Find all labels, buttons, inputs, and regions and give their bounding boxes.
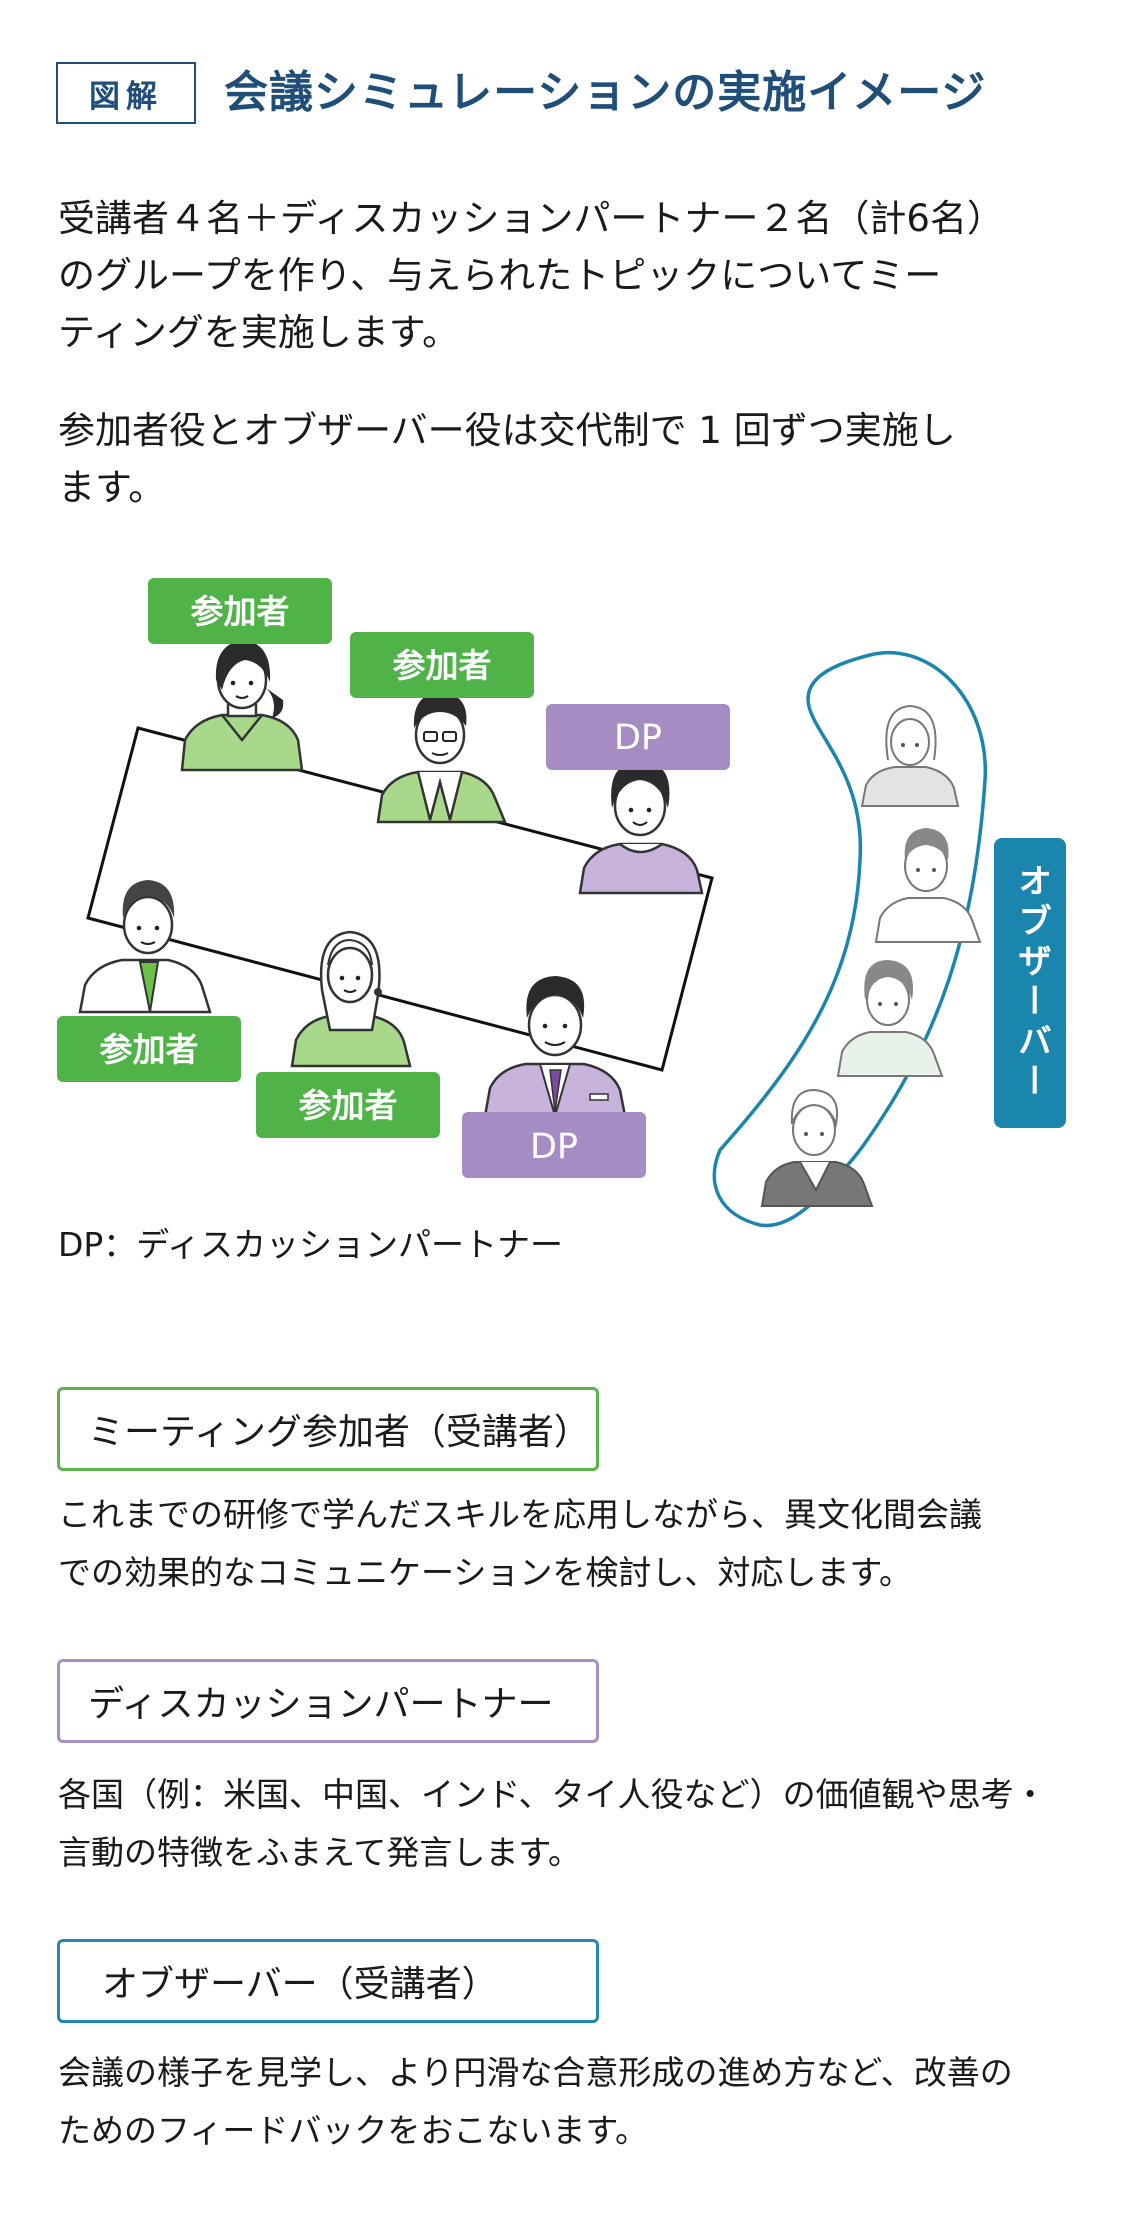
section-badge: 図解 xyxy=(56,62,196,124)
participant-label: 参加者 xyxy=(148,578,332,644)
dp-person xyxy=(578,760,704,895)
observer-area xyxy=(712,651,987,1228)
intro-line: のグループを作り、与えられたトピックについてミー xyxy=(58,254,942,297)
svg-text:参加者: 参加者 xyxy=(299,1086,398,1125)
participant-person xyxy=(290,930,412,1068)
svg-text:DP: DP xyxy=(530,1127,578,1167)
svg-text:オブザーバー: オブザーバー xyxy=(1012,863,1052,1103)
role-desc-participant: これまでの研修で学んだスキルを応用しながら、異文化間会議 での効果的なコミュニケ… xyxy=(58,1486,1088,1602)
intro-line: ティングを実施します。 xyxy=(58,311,460,354)
observer-person xyxy=(836,960,944,1077)
meeting-diagram: 参加者 参加者 DP 参加者 参加者 DP オブザーバー xyxy=(57,578,1066,1228)
observer-person xyxy=(874,828,982,943)
role-title-observer: オブザーバー（受講者） xyxy=(57,1939,599,2023)
svg-text:参加者: 参加者 xyxy=(393,646,492,685)
participant-person xyxy=(78,880,212,1014)
participant-label: 参加者 xyxy=(256,1072,440,1138)
desc-line: での効果的なコミュニケーションを検討し、対応します。 xyxy=(58,1553,913,1592)
participant-person xyxy=(180,640,304,772)
intro-paragraph-2: 参加者役とオブザーバー役は交代制で 1 回ずつ実施し ます。 xyxy=(58,402,1078,516)
role-title-participant: ミーティング参加者（受講者） xyxy=(57,1387,599,1471)
intro-paragraph-1: 受講者４名＋ディスカッションパートナー２名（計6名） のグループを作り、与えられ… xyxy=(58,190,1078,361)
participant-person xyxy=(376,692,507,824)
svg-text:DP: DP xyxy=(614,718,662,758)
role-title-dp: ディスカッションパートナー xyxy=(57,1659,599,1743)
svg-text:参加者: 参加者 xyxy=(191,592,290,631)
dp-label: DP xyxy=(546,704,730,770)
desc-line: 各国（例：米国、中国、インド、タイ人役など）の価値観や思考・ xyxy=(58,1775,1047,1814)
desc-line: これまでの研修で学んだスキルを応用しながら、異文化間会議 xyxy=(58,1495,982,1534)
intro-line: 受講者４名＋ディスカッションパートナー２名（計6名） xyxy=(58,197,1004,240)
desc-line: ためのフィードバックをおこないます。 xyxy=(58,2111,649,2150)
participant-label: 参加者 xyxy=(350,632,534,698)
dp-person xyxy=(483,976,627,1120)
svg-text:参加者: 参加者 xyxy=(100,1030,199,1069)
desc-line: 言動の特徴をふまえて発言します。 xyxy=(58,1833,582,1872)
participant-label: 参加者 xyxy=(57,1016,241,1082)
role-desc-dp: 各国（例：米国、中国、インド、タイ人役など）の価値観や思考・ 言動の特徴をふまえ… xyxy=(58,1766,1088,1882)
observer-person xyxy=(860,704,960,807)
observer-label: オブザーバー xyxy=(994,838,1066,1128)
page-title: 会議シミュレーションの実施イメージ xyxy=(224,67,987,118)
role-desc-observer: 会議の様子を見学し、より円滑な合意形成の進め方など、改善の ためのフィードバック… xyxy=(58,2044,1088,2160)
dp-note: DP：ディスカッションパートナー xyxy=(58,1225,564,1264)
intro-line: 参加者役とオブザーバー役は交代制で 1 回ずつ実施し xyxy=(58,409,956,452)
dp-label: DP xyxy=(462,1112,646,1178)
desc-line: 会議の様子を見学し、より円滑な合意形成の進め方など、改善の xyxy=(58,2053,1013,2092)
observer-person xyxy=(760,1088,874,1207)
intro-line: ます。 xyxy=(58,466,166,509)
